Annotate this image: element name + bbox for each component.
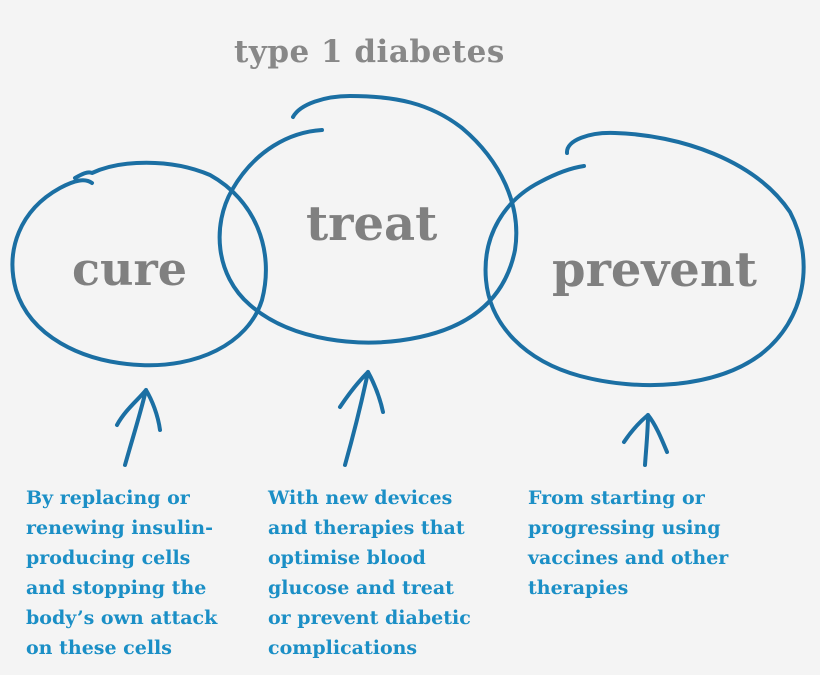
prevent-circle <box>483 130 806 388</box>
cure-label: cure <box>72 242 187 296</box>
treat-label: treat <box>306 196 438 252</box>
prevent-label: prevent <box>552 242 757 298</box>
cure-circle <box>10 160 268 368</box>
treat-circle <box>217 94 519 345</box>
arrow-prevent <box>622 413 669 467</box>
treat-description: With new devices and therapies that opti… <box>268 487 471 659</box>
diagram-title: type 1 diabetes <box>234 34 505 70</box>
prevent-description: From starting or progressing using vacci… <box>528 487 729 599</box>
arrow-treat <box>338 370 385 467</box>
arrow-cure <box>115 388 162 467</box>
cure-description: By replacing or renewing insulin- produc… <box>26 487 218 659</box>
